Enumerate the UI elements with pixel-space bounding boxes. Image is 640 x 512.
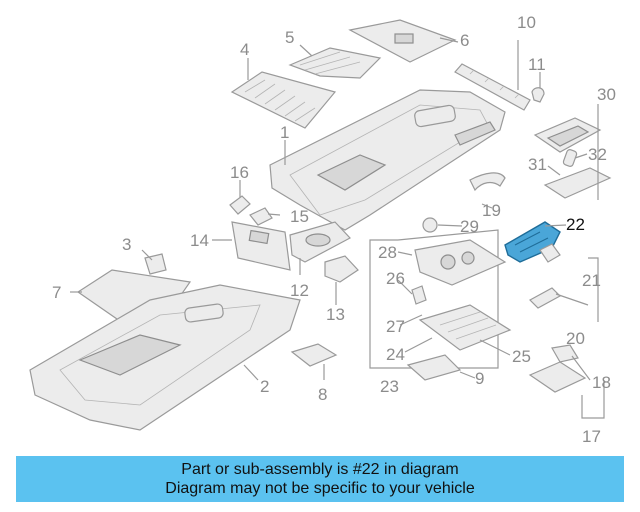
label-4: 4 bbox=[240, 40, 249, 59]
lens-24-25 bbox=[418, 304, 512, 351]
clip-3 bbox=[144, 253, 167, 275]
callout-labels: 1 2 3 4 5 6 7 8 9 10 11 12 13 14 15 16 1… bbox=[52, 13, 616, 446]
label-1: 1 bbox=[280, 123, 289, 142]
headliner-lower bbox=[29, 284, 301, 431]
label-9: 9 bbox=[475, 369, 484, 388]
label-29: 29 bbox=[460, 217, 479, 236]
clip-15 bbox=[249, 207, 273, 226]
rail-10 bbox=[454, 63, 531, 111]
lamp-18 bbox=[528, 344, 587, 393]
label-5: 5 bbox=[285, 28, 294, 47]
banner-line-1: Part or sub-assembly is #22 in diagram bbox=[181, 461, 459, 478]
label-3: 3 bbox=[122, 235, 131, 254]
label-22: 22 bbox=[566, 215, 585, 234]
console-12 bbox=[289, 221, 351, 263]
info-banner: Part or sub-assembly is #22 in diagram D… bbox=[16, 456, 624, 502]
label-27: 27 bbox=[386, 317, 405, 336]
label-16: 16 bbox=[230, 163, 249, 182]
label-28: 28 bbox=[378, 243, 397, 262]
label-2: 2 bbox=[260, 377, 269, 396]
label-32: 32 bbox=[588, 145, 607, 164]
label-6: 6 bbox=[460, 31, 469, 50]
label-23: 23 bbox=[380, 377, 399, 396]
clip-16 bbox=[229, 195, 251, 215]
label-11: 11 bbox=[528, 55, 546, 74]
panel-9 bbox=[406, 354, 462, 381]
label-25: 25 bbox=[512, 347, 531, 366]
clip-11 bbox=[531, 87, 545, 103]
handle-19 bbox=[469, 172, 506, 192]
label-8: 8 bbox=[318, 385, 327, 404]
label-12: 12 bbox=[290, 281, 309, 300]
banner-line-2: Diagram may not be specific to your vehi… bbox=[165, 480, 475, 497]
pad-6 bbox=[348, 19, 457, 63]
label-30: 30 bbox=[597, 85, 616, 104]
sunvisor-14 bbox=[231, 221, 291, 271]
label-20: 20 bbox=[566, 329, 585, 348]
console-28 bbox=[414, 239, 507, 286]
switch-13 bbox=[324, 255, 359, 283]
pad-5 bbox=[288, 47, 382, 79]
leader-lines bbox=[70, 37, 605, 419]
headliner-upper bbox=[269, 89, 506, 231]
label-14: 14 bbox=[190, 231, 209, 250]
label-21: 21 bbox=[582, 271, 601, 290]
label-18: 18 bbox=[592, 373, 611, 392]
label-26: 26 bbox=[386, 269, 405, 288]
label-24: 24 bbox=[386, 345, 405, 364]
label-31: 31 bbox=[528, 155, 547, 174]
label-10: 10 bbox=[517, 13, 536, 32]
lamp-26 bbox=[411, 285, 427, 305]
label-13: 13 bbox=[326, 305, 345, 324]
parts-diagram: 1 2 3 4 5 6 7 8 9 10 11 12 13 14 15 16 1… bbox=[29, 13, 616, 446]
label-15: 15 bbox=[290, 207, 309, 226]
pad-4 bbox=[230, 71, 337, 129]
label-19: 19 bbox=[482, 201, 501, 220]
bulb-29 bbox=[422, 217, 438, 233]
lens-8 bbox=[290, 343, 338, 367]
console-30 bbox=[533, 117, 612, 199]
label-7: 7 bbox=[52, 283, 61, 302]
label-17: 17 bbox=[582, 427, 601, 446]
bracket-21 bbox=[529, 243, 561, 309]
